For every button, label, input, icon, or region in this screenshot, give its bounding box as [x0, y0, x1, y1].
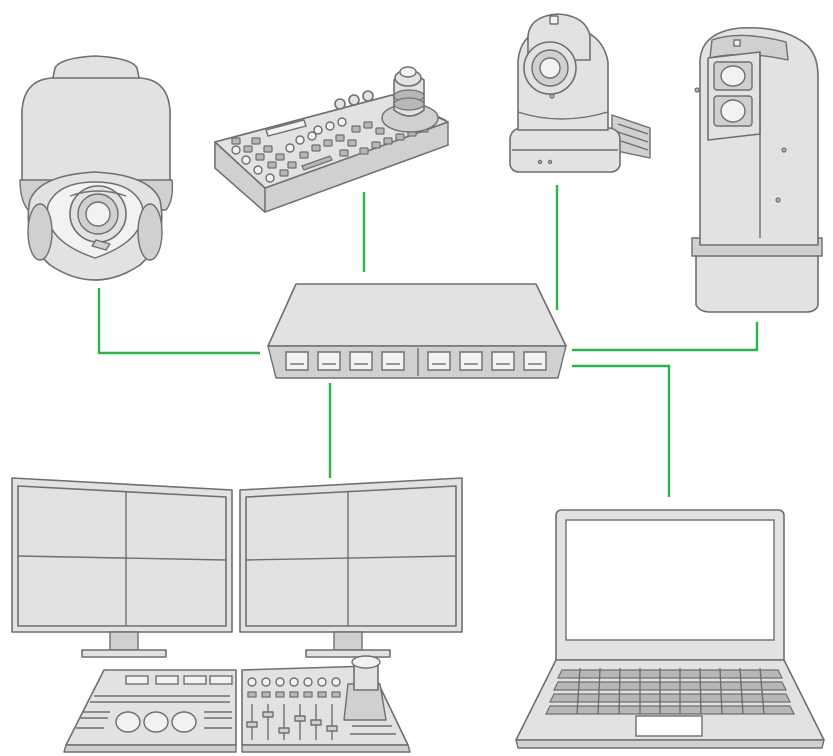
switch-ports-right [427, 351, 547, 371]
thermal-ptz-camera-icon [691, 26, 823, 313]
laptop-keyboard [545, 669, 795, 715]
joystick-controller-icon [214, 66, 449, 213]
switch-ports-left [285, 351, 405, 371]
laptop-icon [515, 509, 825, 749]
mixer-console-icon [63, 655, 411, 753]
ptz-camera-icon [509, 13, 651, 173]
connection-wires [97, 185, 759, 497]
wire-dome-camera-to-switch [97, 288, 260, 355]
dual-monitor-icon [11, 477, 463, 658]
wire-switch-to-laptop [572, 364, 671, 497]
wire-box-camera-to-switch [572, 322, 759, 352]
network-switch-icon [267, 283, 567, 379]
dome-camera-icon [19, 55, 174, 281]
